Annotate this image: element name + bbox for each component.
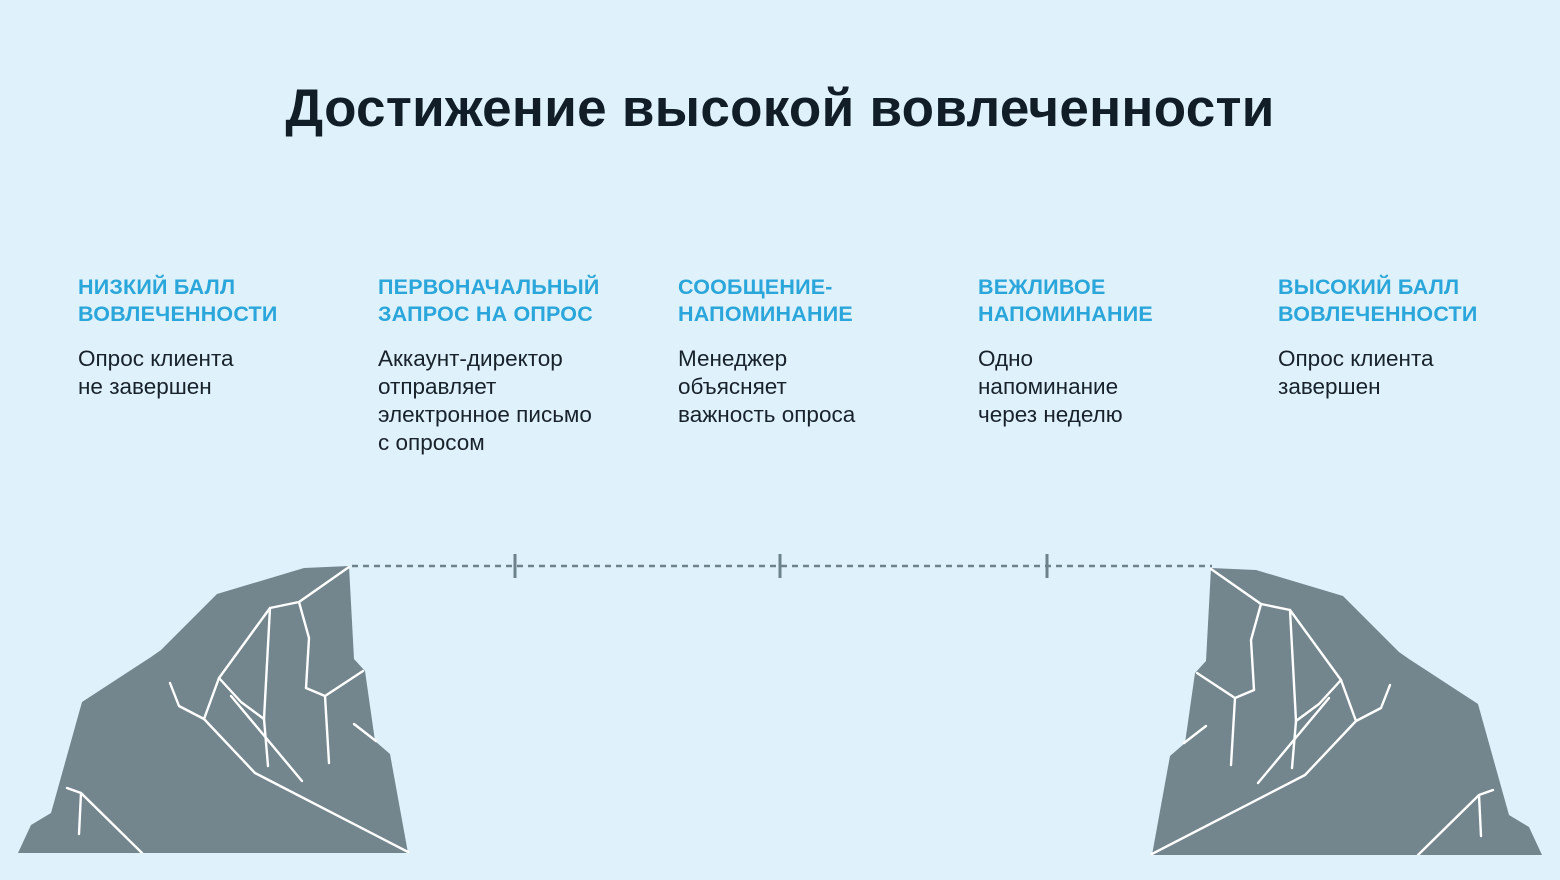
- step-body: Опрос клиента завершен: [1278, 346, 1434, 399]
- step-column-5: ВЫСОКИЙ БАЛЛ ВОВЛЕЧЕННОСТИ Опрос клиента…: [1278, 274, 1538, 457]
- step-column-2: ПЕРВОНАЧАЛЬНЫЙ ЗАПРОС НА ОПРОС Аккаунт-д…: [378, 274, 638, 457]
- mountain-right-icon: [1150, 568, 1542, 855]
- timeline-dashed-line: [352, 554, 1212, 578]
- step-column-3: СООБЩЕНИЕ- НАПОМИНАНИЕ Менеджер объясняе…: [678, 274, 938, 457]
- step-heading: ПЕРВОНАЧАЛЬНЫЙ ЗАПРОС НА ОПРОС: [378, 275, 600, 326]
- step-body: Менеджер объясняет важность опроса: [678, 346, 856, 427]
- steps-row: НИЗКИЙ БАЛЛ ВОВЛЕЧЕННОСТИ Опрос клиента …: [78, 274, 1538, 457]
- step-heading: НИЗКИЙ БАЛЛ ВОВЛЕЧЕННОСТИ: [78, 275, 278, 326]
- step-heading: СООБЩЕНИЕ- НАПОМИНАНИЕ: [678, 275, 853, 326]
- step-column-4: ВЕЖЛИВОЕ НАПОМИНАНИЕ Одно напоминание че…: [978, 274, 1238, 457]
- step-heading: ВЕЖЛИВОЕ НАПОМИНАНИЕ: [978, 275, 1153, 326]
- mountain-left-icon: [18, 566, 410, 853]
- step-body: Аккаунт-директор отправляет электронное …: [378, 346, 592, 455]
- step-column-1: НИЗКИЙ БАЛЛ ВОВЛЕЧЕННОСТИ Опрос клиента …: [78, 274, 338, 457]
- page-title: Достижение высокой вовлеченности: [285, 79, 1275, 138]
- step-body: Опрос клиента не завершен: [78, 346, 234, 399]
- step-body: Одно напоминание через неделю: [978, 346, 1123, 427]
- step-heading: ВЫСОКИЙ БАЛЛ ВОВЛЕЧЕННОСТИ: [1278, 275, 1478, 326]
